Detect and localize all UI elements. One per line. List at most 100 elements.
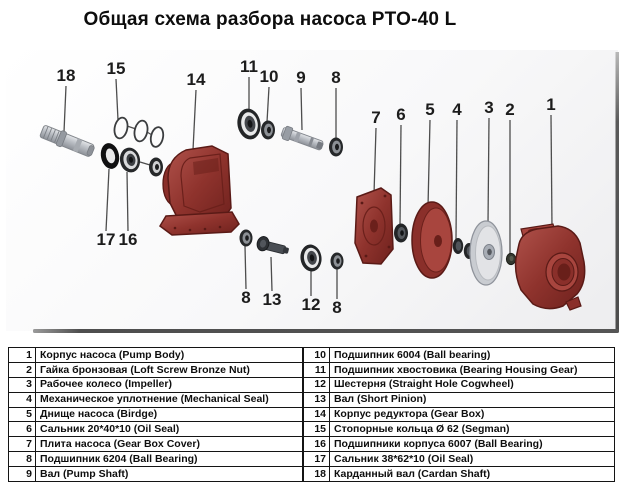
part-name-cell: Вал (Pump Shaft) — [35, 466, 304, 483]
part-name-cell: Подшипники корпуса 6007 (Ball Bearing) — [329, 436, 615, 453]
part-name-cell: Сальник 38*62*10 (Oil Seal) — [329, 451, 615, 468]
bearing-small-part — [261, 120, 275, 140]
callout-label-14: 14 — [186, 70, 206, 89]
snap-rings-part — [113, 116, 165, 148]
part-number-cell: 14 — [302, 406, 330, 423]
part-number-cell: 3 — [8, 376, 36, 393]
oil-seal-20-part — [394, 223, 408, 243]
part-number-cell: 7 — [8, 436, 36, 453]
bearing-6204-a-part — [239, 229, 253, 247]
part-number-cell: 1 — [8, 347, 36, 363]
callout-label-2: 2 — [505, 100, 515, 119]
part-name-cell: Стопорные кольца Ø 62 (Segman) — [329, 421, 615, 438]
callout-label-8-top: 8 — [331, 68, 341, 87]
callout-leader-lines — [63, 77, 553, 299]
bronze-nut-part — [505, 252, 517, 266]
part-number-cell: 6 — [8, 421, 36, 438]
part-name-cell: Днище насоса (Birdge) — [35, 406, 304, 423]
part-number-cell: 18 — [302, 466, 330, 483]
frame-right-border — [615, 52, 619, 332]
part-number-cell: 15 — [302, 421, 330, 438]
part-name-cell: Шестерня (Straight Hole Cogwheel) — [329, 376, 615, 393]
callout-label-13: 13 — [262, 290, 282, 309]
callout-label-9: 9 — [296, 68, 306, 87]
part-name-cell: Подшипник хвостовика (Bearing Housing Ge… — [329, 361, 615, 378]
callout-label-12: 12 — [301, 295, 321, 314]
birdge-part — [411, 201, 453, 279]
gear-box-cover-part — [354, 187, 394, 265]
callout-label-5: 5 — [425, 100, 435, 119]
part-name-cell: Вал (Short Pinion) — [329, 391, 615, 408]
housing-bearing-part — [119, 147, 141, 173]
cardan-shaft-part — [39, 125, 95, 157]
part-name-cell: Карданный вал (Cardan Shaft) — [329, 466, 615, 483]
callout-label-10: 10 — [259, 67, 279, 86]
part-number-cell: 4 — [8, 391, 36, 408]
part-number-cell: 8 — [8, 451, 36, 468]
part-name-cell: Подшипник 6204 (Ball Bearing) — [35, 451, 304, 468]
callout-label-16: 16 — [118, 230, 138, 249]
part-number-cell: 17 — [302, 451, 330, 468]
part-name-cell: Плита насоса (Gear Box Cover) — [35, 436, 304, 453]
callout-label-8-b: 8 — [332, 298, 342, 317]
housing-bearing-2-part — [149, 157, 163, 177]
part-name-cell: Подшипник 6004 (Ball bearing) — [329, 347, 615, 363]
exploded-parts-diagram — [33, 52, 619, 333]
callout-label-15: 15 — [106, 59, 126, 78]
callout-label-11: 11 — [240, 57, 258, 76]
bearing-6204-b-part — [330, 252, 344, 270]
part-name-cell: Сальник 20*40*10 (Oil Seal) — [35, 421, 304, 438]
short-pinion-part — [256, 236, 289, 255]
part-number-cell: 9 — [8, 466, 36, 483]
callout-label-4: 4 — [452, 100, 462, 119]
part-number-cell: 11 — [302, 361, 330, 378]
part-number-cell: 12 — [302, 376, 330, 393]
part-name-cell: Механическое уплотнение (Mechanical Seal… — [35, 391, 304, 408]
callout-label-1: 1 — [546, 95, 556, 114]
bearing-6004-part — [237, 108, 261, 140]
part-number-cell: 10 — [302, 347, 330, 363]
pump-shaft-part — [280, 125, 324, 151]
frame-bottom-border — [33, 329, 619, 333]
part-name-cell: Рабочее колесо (Impeller) — [35, 376, 304, 393]
part-number-cell: 13 — [302, 391, 330, 408]
part-name-cell: Корпус редуктора (Gear Box) — [329, 406, 615, 423]
pump-body-part — [514, 223, 586, 311]
part-name-cell: Корпус насоса (Pump Body) — [35, 347, 304, 363]
part-number-cell: 5 — [8, 406, 36, 423]
callout-label-3: 3 — [484, 98, 494, 117]
part-number-cell: 2 — [8, 361, 36, 378]
part-name-cell: Гайка бронзовая (Loft Screw Bronze Nut) — [35, 361, 304, 378]
callout-label-8-a: 8 — [241, 288, 251, 307]
oil-seal-38-part — [100, 143, 120, 169]
bearing-6204-top-part — [329, 137, 343, 157]
gear-box-part — [159, 145, 240, 236]
callout-label-7: 7 — [371, 108, 381, 127]
impeller-part — [469, 220, 503, 286]
callout-label-17: 17 — [96, 230, 116, 249]
page-title: Общая схема разбора насоса PTO-40 L — [83, 9, 457, 30]
part-number-cell: 16 — [302, 436, 330, 453]
